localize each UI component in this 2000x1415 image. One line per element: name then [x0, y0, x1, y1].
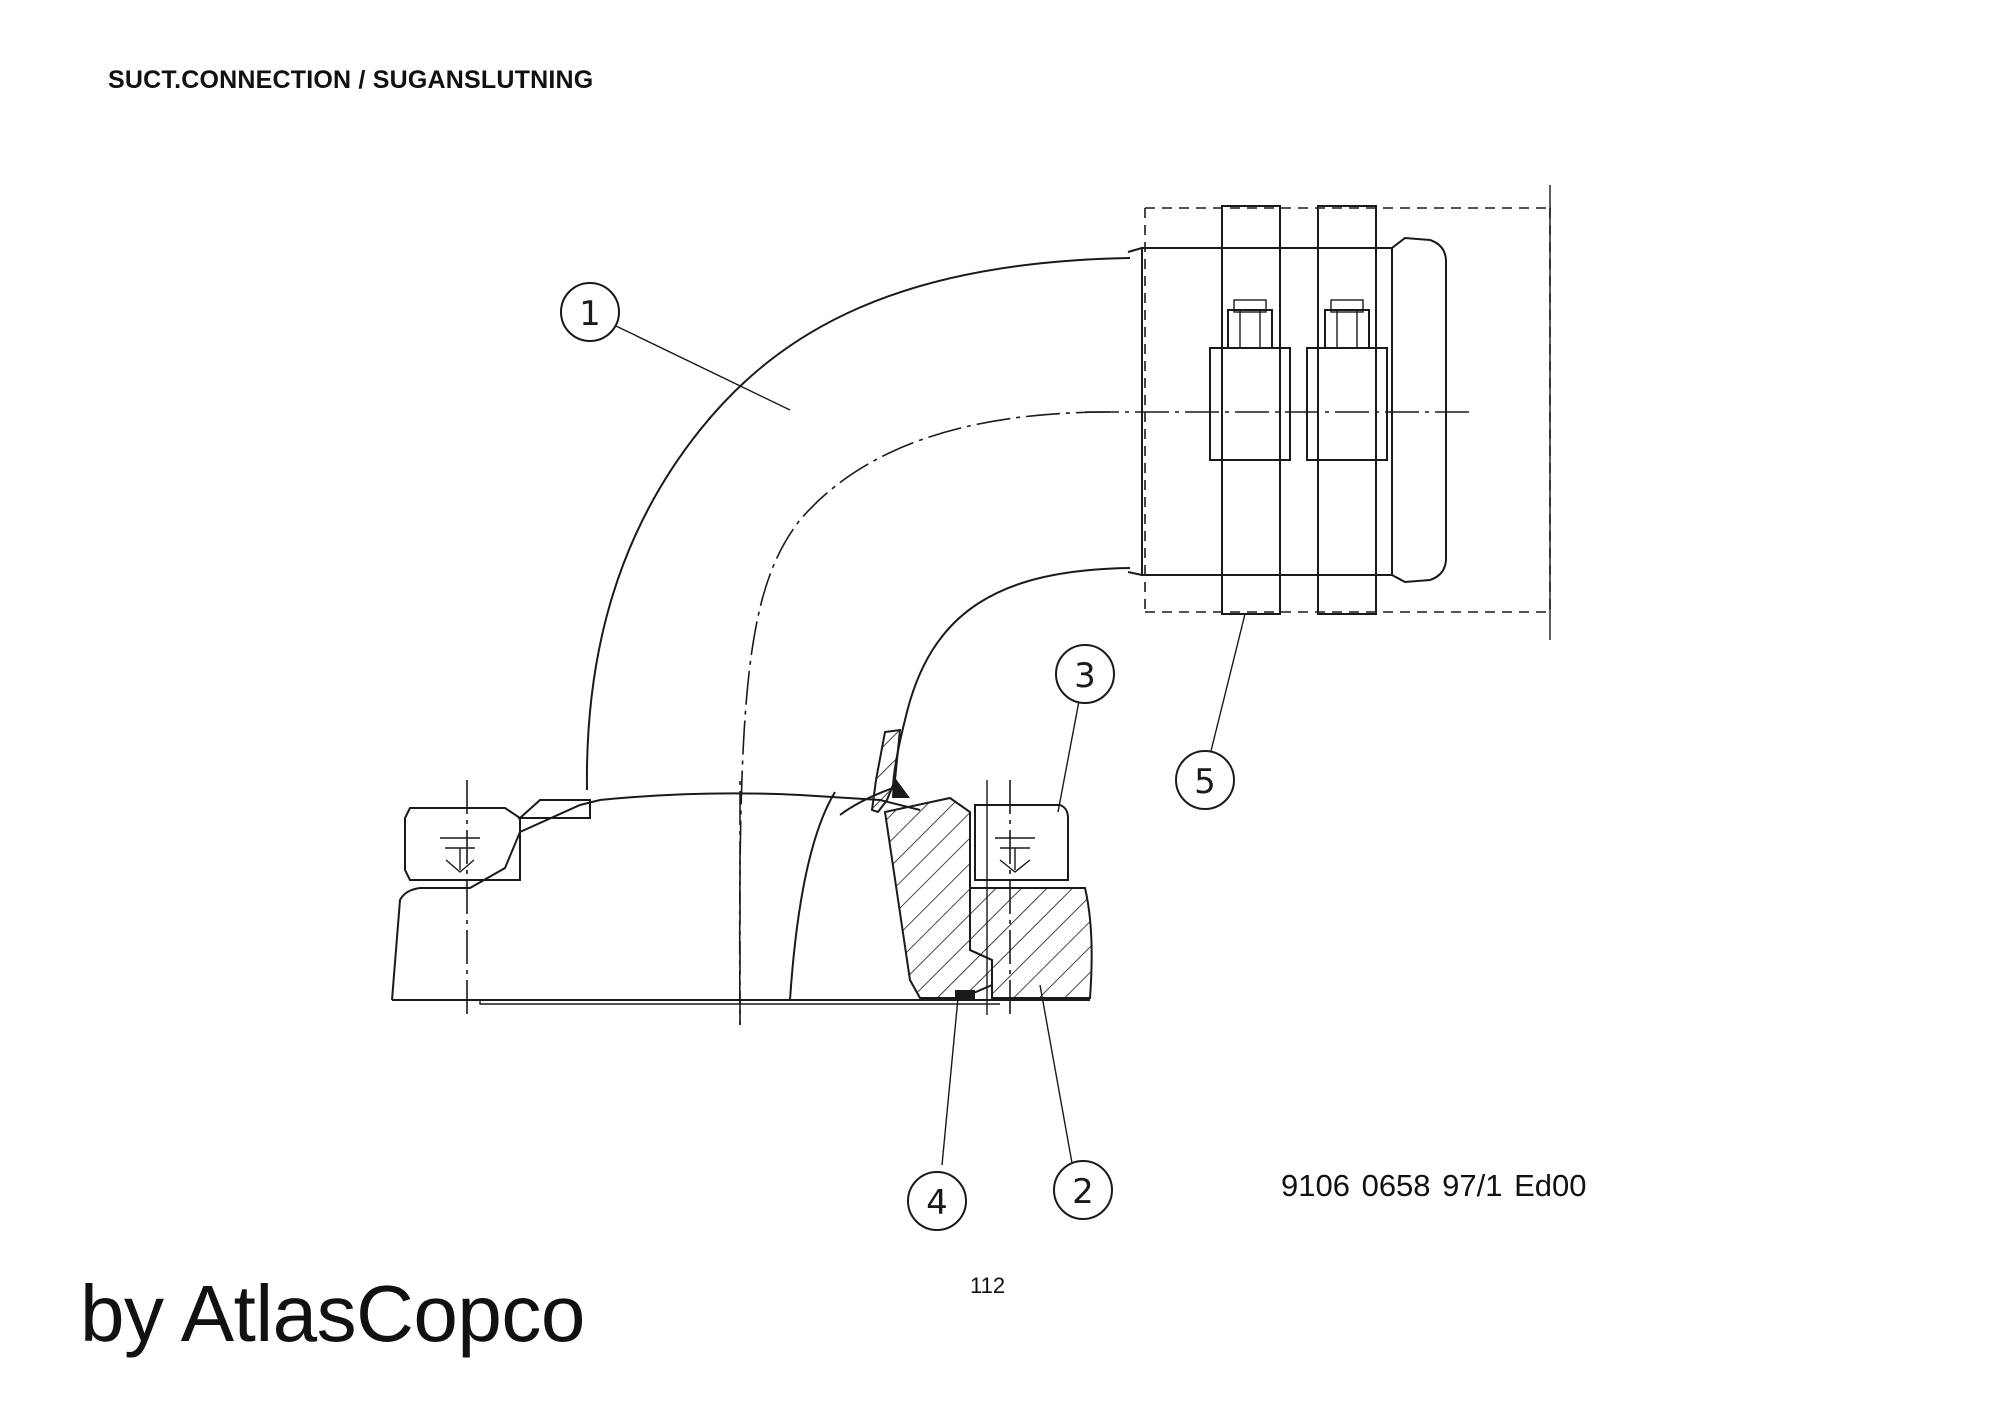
svg-text:5: 5 — [1194, 762, 1216, 802]
callout-1: 1 — [560, 282, 620, 342]
page-number: 112 — [970, 1273, 1006, 1298]
page-title: SUCT.CONNECTION / SUGANSLUTNING — [108, 66, 594, 94]
drawing-number: 9106 0658 97/1 Ed00 — [1281, 1168, 1587, 1203]
hose-coupling — [1085, 185, 1551, 640]
section-view — [870, 728, 1093, 1015]
callout-5: 5 — [1175, 750, 1235, 810]
svg-text:1: 1 — [579, 294, 601, 334]
callout-2: 2 — [1053, 1160, 1113, 1220]
svg-text:2: 2 — [1072, 1172, 1094, 1212]
callout-3: 3 — [1055, 644, 1115, 704]
svg-text:3: 3 — [1074, 656, 1096, 696]
svg-text:4: 4 — [926, 1183, 948, 1223]
flange-base — [391, 780, 1090, 1025]
callout-4: 4 — [907, 1171, 967, 1231]
brand-watermark: by AtlasCopco — [80, 1269, 585, 1358]
leader-lines — [615, 325, 1246, 1166]
